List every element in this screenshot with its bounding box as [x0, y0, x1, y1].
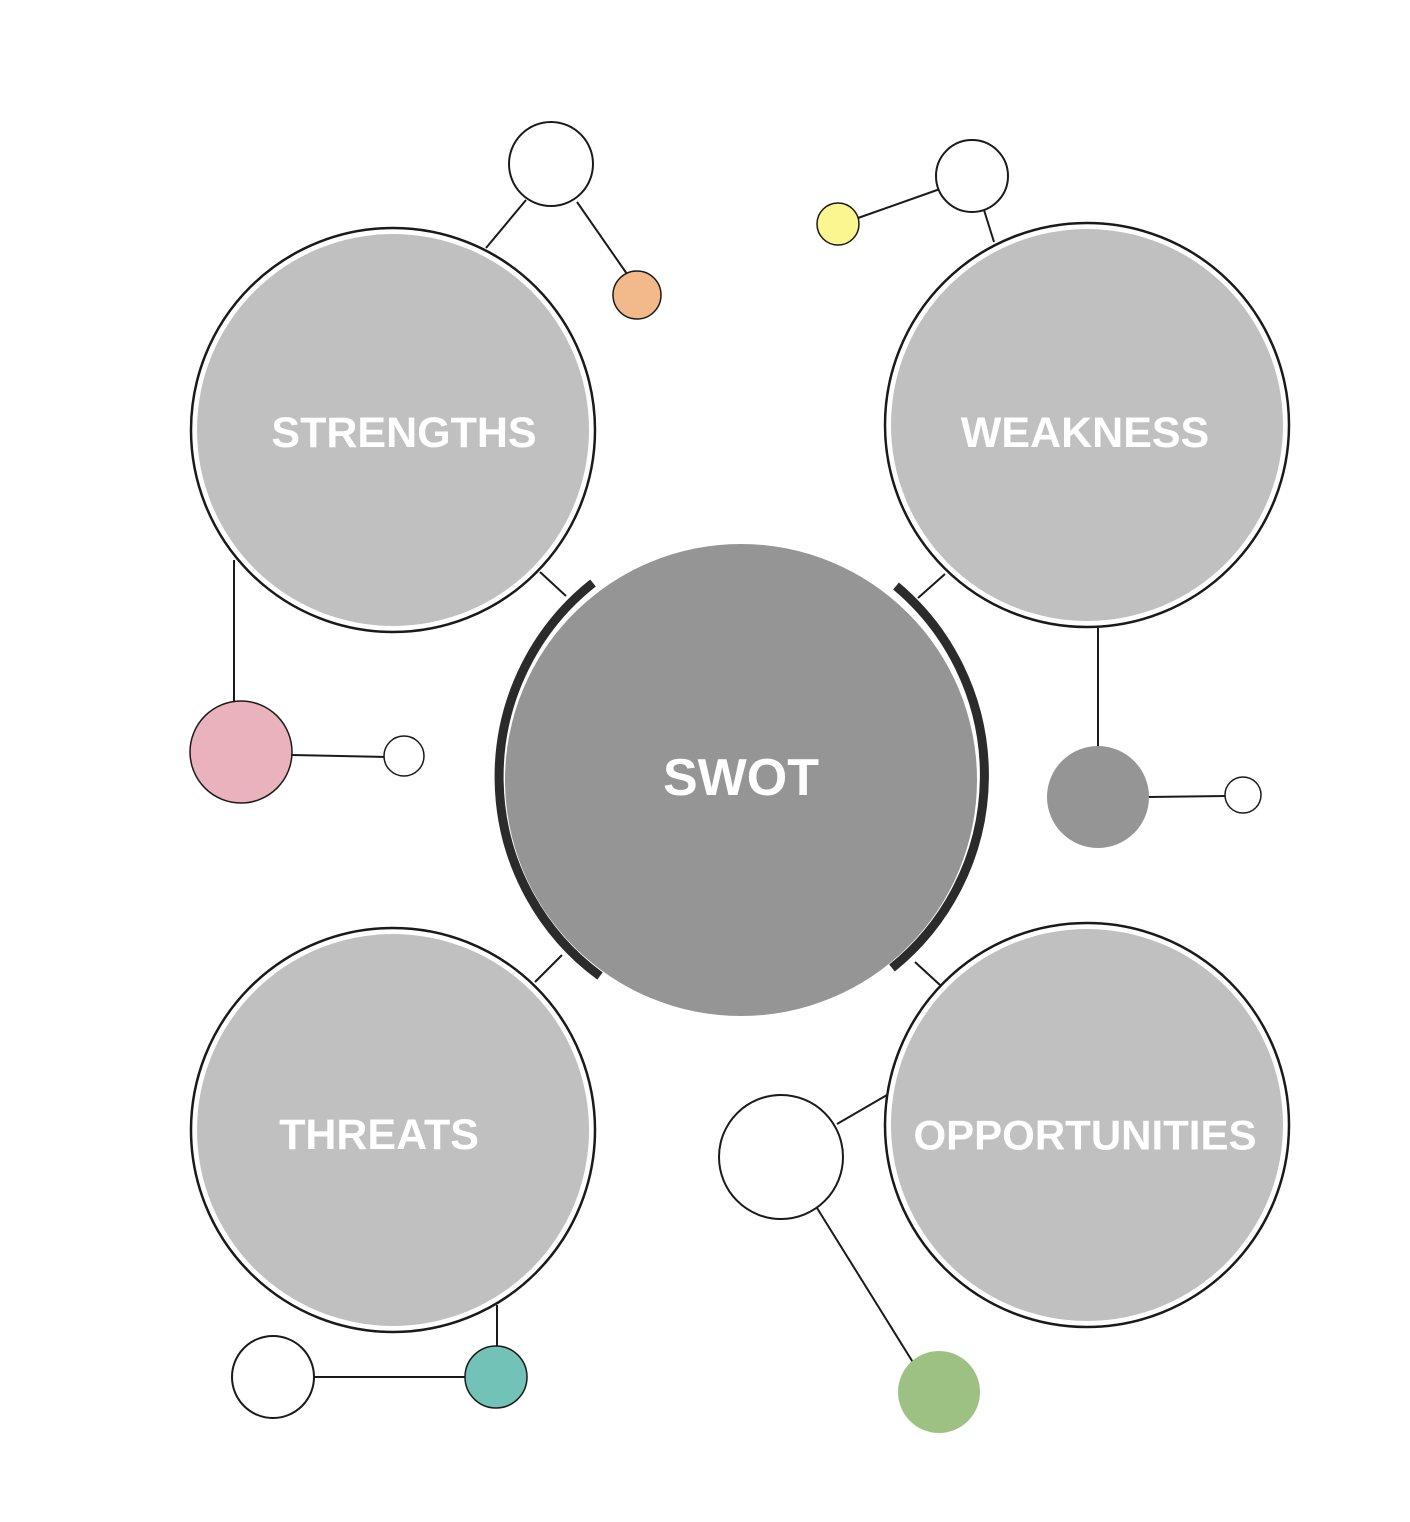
node-gray [1047, 746, 1149, 848]
node-gray-small [1224, 776, 1262, 814]
quadrant-opportunities [883, 921, 1291, 1329]
node-green [898, 1351, 980, 1433]
center-arc-right [889, 582, 989, 972]
strengths-label: STRENGTHS [271, 409, 536, 457]
node-opportunities-white [718, 1094, 844, 1220]
node-strengths-top [508, 121, 594, 207]
connector-pink-small [291, 754, 386, 758]
node-teal [464, 1345, 528, 1409]
center-circle [505, 544, 977, 1016]
weakness-label: WEAKNESS [961, 409, 1209, 457]
connector-gray-small [1147, 795, 1227, 798]
quadrant-strengths [189, 226, 597, 634]
threats-circle-fill [197, 934, 589, 1326]
opportunities-label: OPPORTUNITIES [913, 1112, 1256, 1159]
connector-strengths-center [539, 571, 567, 597]
node-pink-small [383, 735, 425, 777]
connector-weakness-center [917, 573, 946, 599]
connector-opportunities-center [914, 961, 941, 986]
connector-top-node-weakness [983, 209, 995, 243]
strengths-circle-fill [197, 234, 589, 626]
connector-white-green [816, 1207, 915, 1365]
weakness-circle-fill [891, 229, 1283, 621]
connector-threats-center [534, 954, 563, 983]
node-threats-white [231, 1335, 315, 1419]
opportunities-circle-fill [891, 929, 1283, 1321]
connector-yellow-top-node [857, 188, 941, 219]
node-orange [612, 270, 662, 320]
connector-opportunities-white [836, 1094, 888, 1125]
center-label: SWOT [663, 749, 819, 807]
threats-label: THREATS [279, 1111, 479, 1159]
quadrant-threats [189, 926, 597, 1334]
node-pink [189, 700, 293, 804]
quadrant-weakness [883, 221, 1291, 629]
center-arc-left [494, 579, 603, 980]
connector-strengths-top-node [485, 199, 527, 249]
node-yellow [816, 202, 860, 246]
node-weakness-top [935, 139, 1009, 213]
connector-lines [233, 188, 1227, 1378]
connector-top-node-orange [576, 201, 628, 275]
